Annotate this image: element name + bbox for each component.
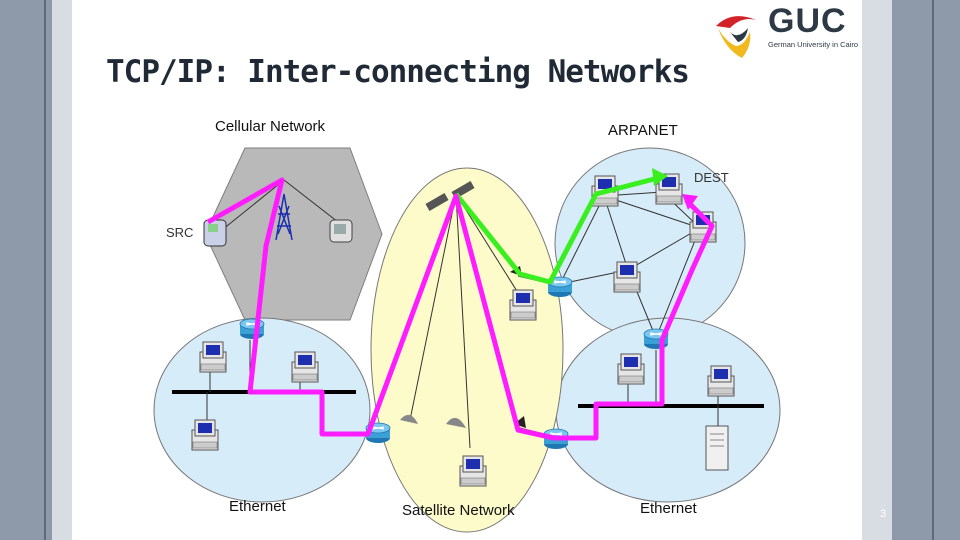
route-path-green [454,175,659,285]
mobile-phone-icon [203,219,227,247]
logo-subtitle: German University in Cairo [768,40,859,49]
computer-icon [509,289,537,321]
ethernet-right-area [555,317,781,503]
computer-icon [613,261,641,293]
label-cellular-network: Cellular Network [215,118,326,135]
computer-icon [199,341,227,373]
ethernet-left-area [153,317,371,503]
computer-icon [191,419,219,451]
guc-logo [716,16,756,58]
satellite-network-area [370,167,564,533]
computer-icon [459,455,487,487]
label-ethernet-right: Ethernet [640,500,697,517]
computer-icon [617,353,645,385]
computer-icon [291,351,319,383]
slide-title: TCP/IP: Inter-connecting Networks [106,54,690,90]
label-dest: DEST [694,170,729,185]
label-src: SRC [166,225,194,240]
logo-text: GUC [768,2,847,40]
cellular-network-area [204,147,383,321]
server-icon [705,425,729,471]
route-path-magenta [206,177,715,441]
computer-icon [707,365,735,397]
right-border-stripe [892,0,960,540]
router-icon [239,318,265,340]
label-ethernet-left: Ethernet [229,498,286,515]
pda-icon [329,219,353,243]
right-inner-band [862,0,892,540]
cell-tower-icon [275,193,293,241]
page-number: 3 [880,508,887,520]
label-arpanet: ARPANET [608,122,678,139]
label-satellite-network: Satellite Network [402,502,515,519]
left-border-stripe [0,0,52,540]
left-inner-band [52,0,72,540]
